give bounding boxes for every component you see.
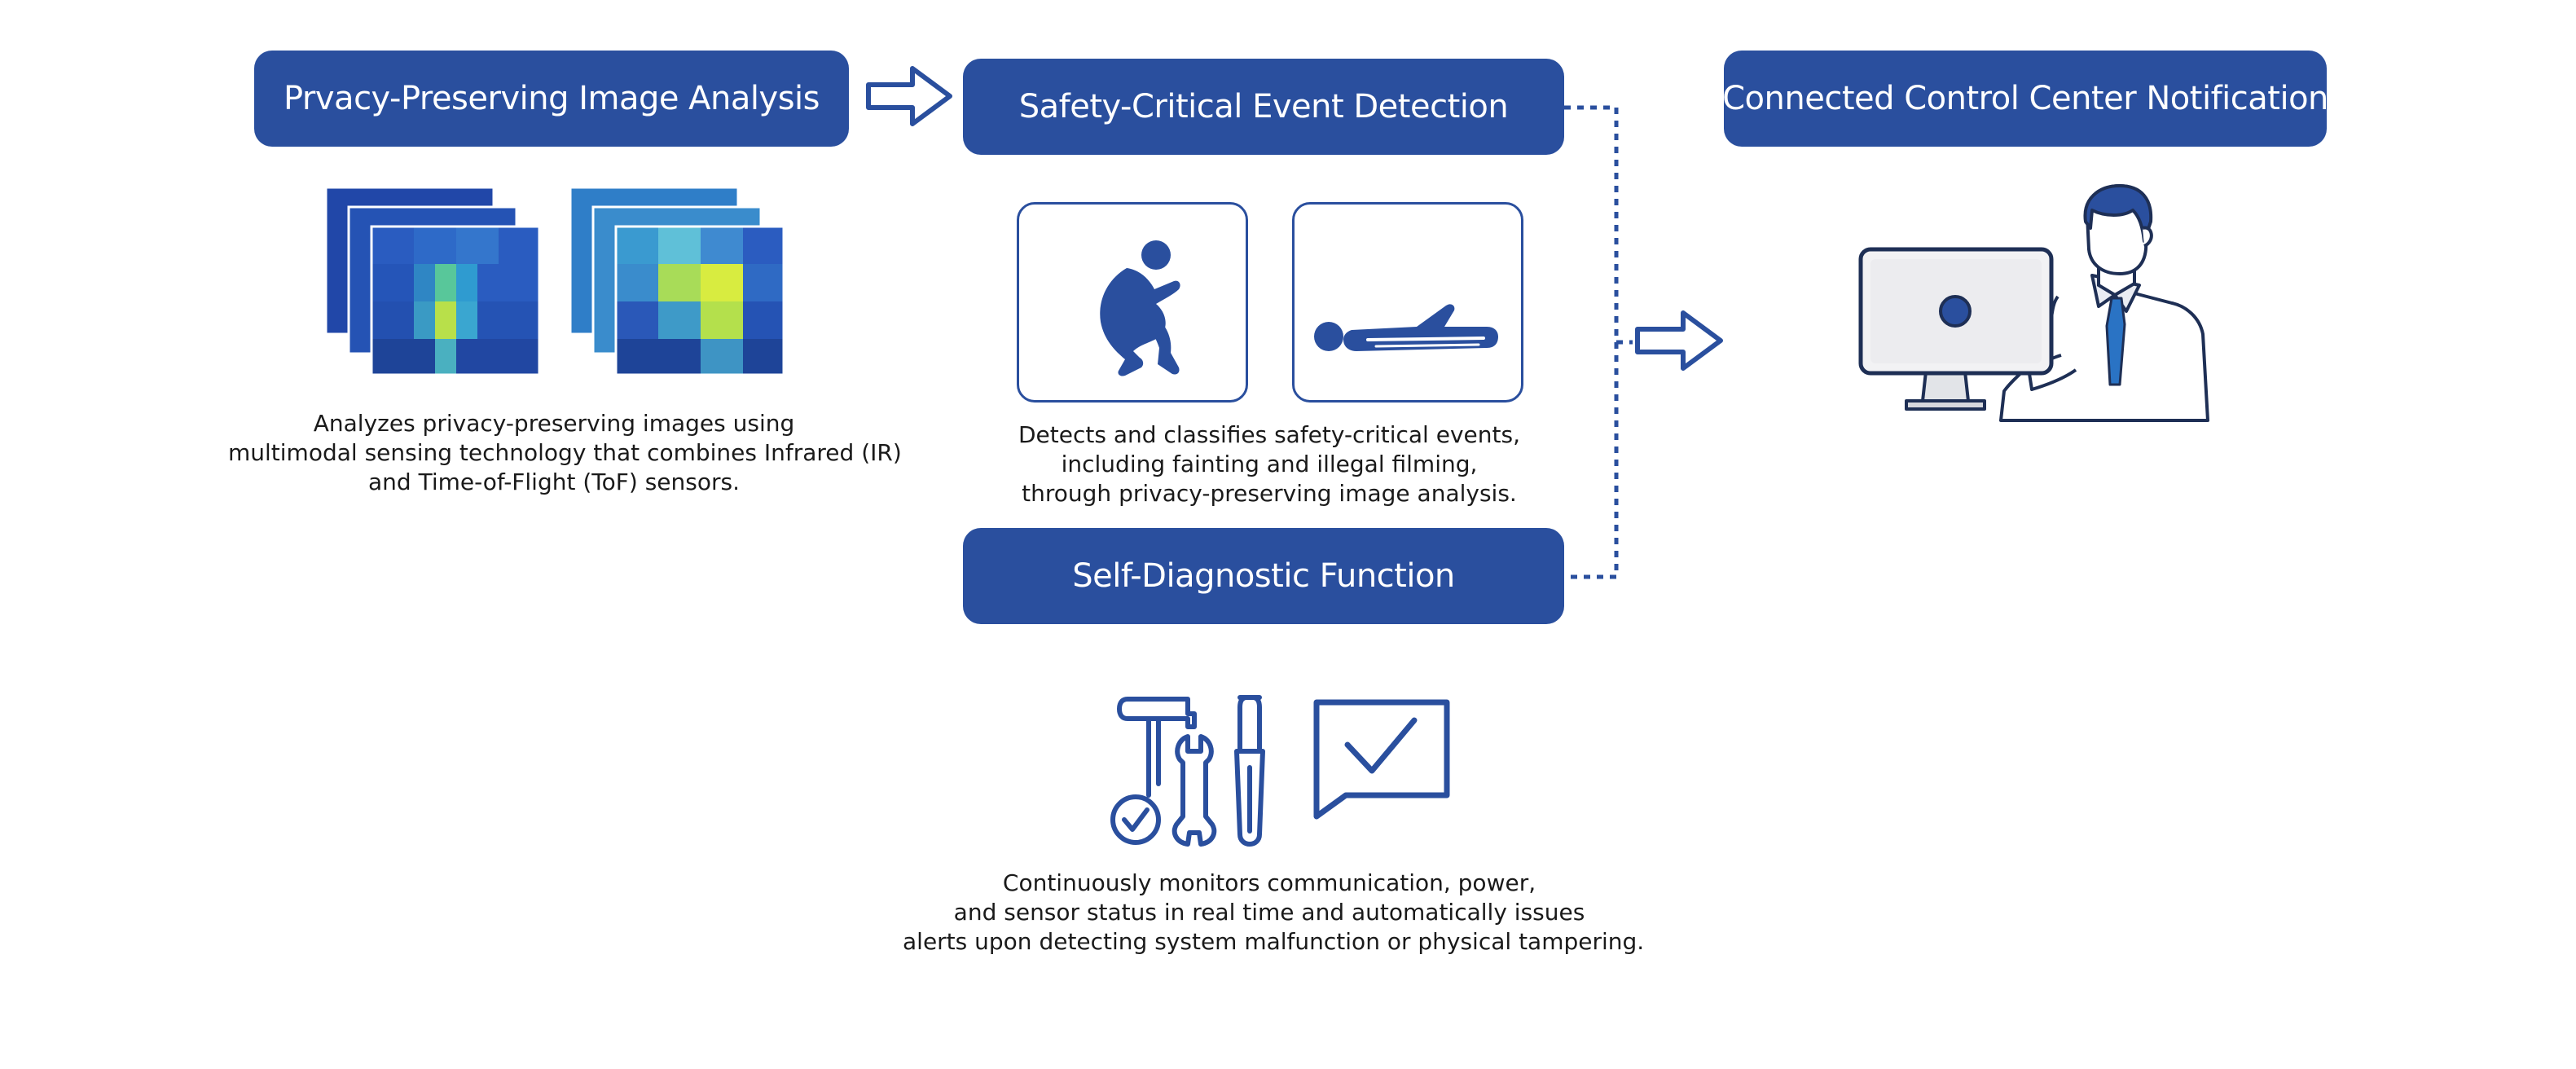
control-center-operator-icon — [1858, 183, 2209, 422]
right-arrow-icon — [866, 66, 952, 126]
detection-description: Detects and classifies safety-critical e… — [1018, 421, 1520, 507]
thermal-heatmap-icon — [324, 186, 813, 378]
self-diagnostic-description: Continuously monitors communication, pow… — [903, 869, 1645, 955]
tools-icon — [1110, 695, 1265, 847]
notification-title: Connected Control Center Notification — [1722, 51, 2328, 147]
lying-person-icon — [1314, 304, 1498, 351]
detection-title: Safety-Critical Event Detection — [963, 59, 1564, 155]
analysis-description: Analyzes privacy-preserving images using… — [228, 410, 902, 495]
right-arrow-icon — [1635, 310, 1723, 371]
crouching-person-card — [1017, 202, 1248, 403]
self-diagnostic-title: Self-Diagnostic Function — [963, 528, 1564, 624]
check-message-icon — [1313, 699, 1450, 820]
analysis-title: Prvacy-Preserving Image Analysis — [254, 51, 849, 147]
dotted-connector — [1564, 105, 1633, 579]
crouching-person-icon — [1100, 240, 1180, 376]
lying-person-card — [1292, 202, 1523, 403]
